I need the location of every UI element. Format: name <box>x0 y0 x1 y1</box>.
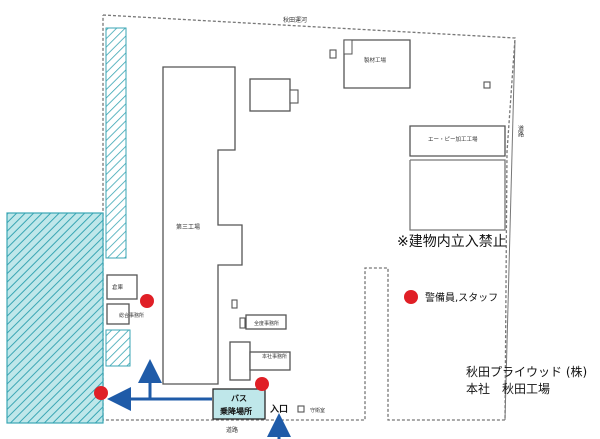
entrance-label: 入口 <box>269 404 288 415</box>
third-plant-building <box>162 66 243 385</box>
sp-plant-label: エー・ピー加工工場 <box>428 135 478 143</box>
small-box-a <box>483 81 491 89</box>
no-entry-notice: ※建物内立入禁止 <box>397 234 507 250</box>
third-plant-label: 第三工場 <box>176 223 200 231</box>
storage-building <box>343 39 411 89</box>
bus-stop-line1: バス <box>231 394 247 403</box>
head-office-building <box>229 341 251 381</box>
bus-stop <box>212 388 266 420</box>
bus-stop-line2: 乗降場所 <box>220 406 252 416</box>
warehouse-label: 倉庫 <box>112 283 124 291</box>
hatched-strip-north <box>105 27 127 259</box>
hatched-building-west <box>6 212 104 424</box>
small-box-d <box>239 317 246 329</box>
guard-room <box>297 405 305 413</box>
all-office-building <box>245 314 287 330</box>
guard-marker <box>255 377 269 391</box>
road-bottom-label: 道路 <box>226 426 238 434</box>
legend-marker-label: 警備員,スタッフ <box>425 291 498 304</box>
small-box-c <box>231 299 238 309</box>
company-site: 本社 秋田工場 <box>466 381 550 396</box>
hatched-building-small <box>105 329 131 367</box>
company-name: 秋田プライウッド (株) <box>466 364 587 379</box>
right-area-outline <box>409 159 506 231</box>
sp-plant-building <box>409 125 506 157</box>
guard-marker <box>140 294 154 308</box>
canal-label: 秋田運河 <box>283 16 307 24</box>
general-office-label: 総合事務所 <box>119 312 144 319</box>
road-line-right <box>504 39 516 421</box>
general-office-building <box>106 303 130 325</box>
site-boundary <box>102 14 516 421</box>
storage-label: 製材工場 <box>364 56 387 64</box>
all-office-label: 全度事務所 <box>254 320 279 327</box>
legend-marker-icon <box>404 290 418 304</box>
warehouse-building <box>106 274 138 300</box>
small-box-b <box>329 49 337 59</box>
head-office-label: 本社事務所 <box>262 353 287 360</box>
guard-marker <box>94 386 108 400</box>
middle-building <box>249 78 291 112</box>
guard-room-label: 守衛室 <box>310 407 325 414</box>
road-right-label: 道路 <box>517 124 524 138</box>
